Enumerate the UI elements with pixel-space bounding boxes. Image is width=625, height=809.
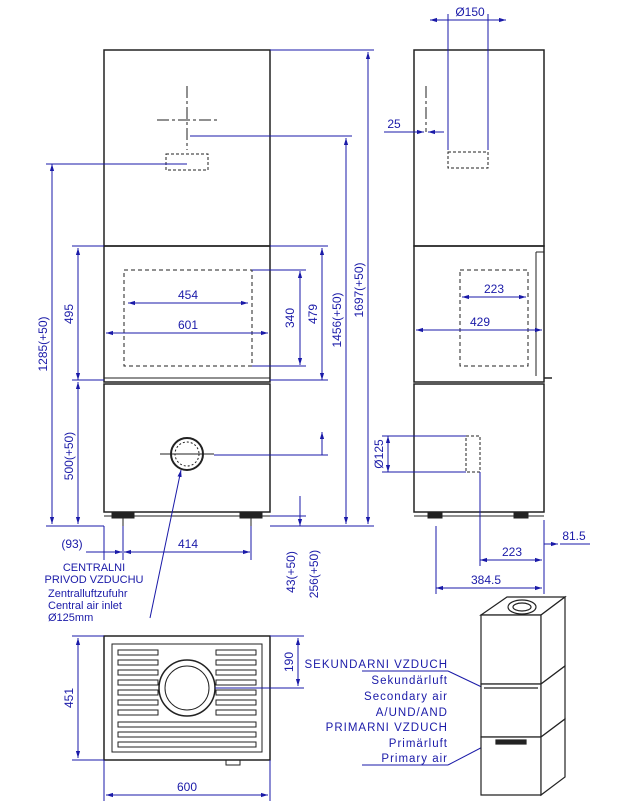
dim-93: (93)	[61, 537, 82, 551]
air-inlet-note: CENTRALNI PRIVOD VZDUCHU Zentralluftzufu…	[44, 562, 143, 624]
dim-414: 414	[178, 537, 198, 551]
dim-256: 256(+50)	[307, 550, 321, 598]
front-dimension-labels: 454 601 340 479 1456(+50) 1697(+50) 495 …	[36, 262, 366, 598]
plan-view	[103, 635, 271, 766]
dim-601: 601	[178, 318, 198, 332]
plan-dimension-labels: 451 190 600	[62, 652, 296, 794]
dim-223-top: 223	[484, 282, 504, 296]
dim-451: 451	[62, 688, 76, 708]
side-upper-body	[413, 49, 545, 247]
air-inlet-line2: PRIVOD VZDUCHU	[44, 574, 143, 586]
plan-air-inlet	[158, 659, 216, 717]
front-view	[103, 49, 271, 526]
side-firebox	[413, 245, 545, 383]
dim-1285: 1285(+50)	[36, 316, 50, 371]
air-label-line1: SEKUNDARNI VZDUCH	[304, 659, 448, 671]
air-inlet-line1: CENTRALNI	[63, 562, 125, 574]
dim-223-bottom: 223	[502, 545, 522, 559]
dim-500: 500(+50)	[62, 432, 76, 480]
front-lower-body	[103, 383, 271, 513]
isometric-stove	[479, 595, 567, 797]
dim-150: Ø150	[455, 5, 485, 19]
air-label-line6: Primärluft	[389, 738, 448, 750]
front-upper-body	[103, 49, 271, 247]
side-dimension-lines	[382, 14, 590, 594]
air-label-line3: Secondary air	[364, 691, 448, 703]
front-glass-outline	[123, 269, 253, 367]
dim-429: 429	[470, 315, 490, 329]
dim-479: 479	[306, 304, 320, 324]
dim-384-5: 384.5	[471, 573, 501, 587]
front-flue-outlet	[165, 153, 209, 171]
dim-25: 25	[387, 117, 401, 131]
dim-1456: 1456(+50)	[330, 292, 344, 347]
air-label-line4: A/UND/AND	[376, 707, 448, 719]
plan-dimension-lines	[72, 635, 304, 801]
dim-454: 454	[178, 288, 198, 302]
air-label-line5: PRIMARNI VZDUCH	[326, 722, 448, 734]
air-inlet-line3: Zentralluftzufuhr	[48, 588, 128, 600]
dim-81-5: 81.5	[562, 529, 586, 543]
air-labels: SEKUNDARNI VZDUCH Sekundärluft Secondary…	[304, 659, 448, 765]
air-inlet-line5: Ø125mm	[48, 612, 93, 624]
dim-43: 43(+50)	[284, 551, 298, 593]
front-dimension-lines	[46, 49, 374, 560]
plan-grate-slots	[117, 649, 257, 748]
dim-190: 190	[282, 652, 296, 672]
air-label-line2: Sekundärluft	[371, 675, 448, 687]
dim-125: Ø125	[372, 439, 386, 469]
front-firebox	[103, 245, 271, 383]
dim-1697: 1697(+50)	[352, 262, 366, 317]
air-inlet-line4: Central air inlet	[48, 600, 122, 612]
side-view	[413, 49, 552, 519]
dim-340: 340	[283, 308, 297, 328]
side-lower-body	[413, 383, 545, 513]
air-label-line7: Primary air	[381, 753, 448, 765]
dim-495: 495	[62, 304, 76, 324]
side-dimension-labels: Ø150 25 223 429 Ø125 81.5 223 384.5	[372, 5, 586, 587]
dim-600: 600	[177, 780, 197, 794]
